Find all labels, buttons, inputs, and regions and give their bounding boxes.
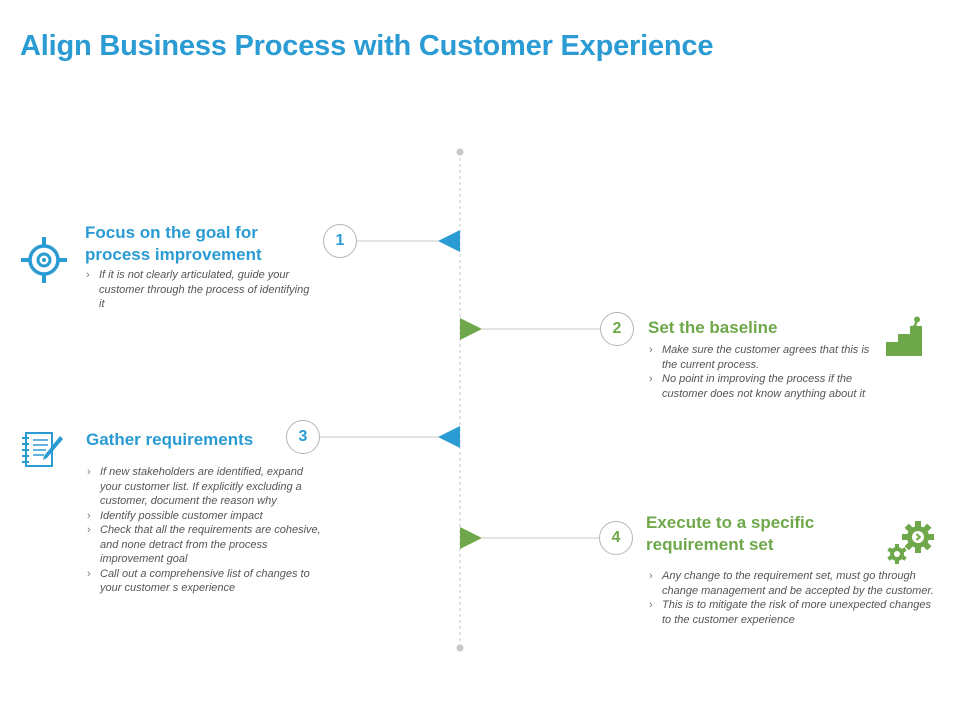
list-item: Call out a comprehensive list of changes… — [86, 567, 322, 596]
target-icon — [20, 236, 68, 289]
step-number-2: 2 — [600, 312, 634, 346]
list-item: This is to mitigate the risk of more une… — [648, 598, 938, 627]
list-item: Identify possible customer impact — [86, 509, 322, 524]
timeline-end-dot — [456, 644, 464, 652]
step-1-bullets: If it is not clearly articulated, guide … — [85, 268, 317, 312]
step-number-3: 3 — [286, 420, 320, 454]
timeline-start-dot — [456, 148, 464, 156]
step-4-bullets: Any change to the requirement set, must … — [648, 569, 938, 627]
list-item: If it is not clearly articulated, guide … — [85, 268, 317, 312]
stairs-person-icon — [886, 316, 930, 361]
list-item: If new stakeholders are identified, expa… — [86, 465, 322, 509]
step-3-bullets: If new stakeholders are identified, expa… — [86, 465, 322, 596]
pointer-step-3 — [438, 426, 460, 448]
gears-icon — [886, 518, 936, 571]
step-2-title: Set the baseline — [648, 317, 777, 339]
list-item: Make sure the customer agrees that this … — [648, 343, 870, 372]
step-1-title-line-1: Focus on the goal for — [85, 223, 258, 242]
step-2-bullets: Make sure the customer agrees that this … — [648, 343, 870, 401]
step-3-title: Gather requirements — [86, 429, 253, 451]
pointer-step-4 — [460, 527, 482, 549]
page-title: Align Business Process with Customer Exp… — [20, 30, 714, 62]
step-1-title: Focus on the goal for process improvemen… — [85, 222, 262, 266]
list-item: Check that all the requirements are cohe… — [86, 523, 322, 567]
step-number-1: 1 — [323, 224, 357, 258]
list-item: Any change to the requirement set, must … — [648, 569, 938, 598]
pointer-step-2 — [460, 318, 482, 340]
notepad-pen-icon — [22, 430, 64, 475]
step-3-title-line-1: Gather requirements — [86, 430, 254, 449]
step-2-title-line-1: Set the baseline — [648, 318, 778, 337]
list-item: No point in improving the process if the… — [648, 372, 870, 401]
pointer-step-1 — [438, 230, 460, 252]
step-4-title: Execute to a specific requirement set — [646, 512, 814, 556]
step-number-4: 4 — [599, 521, 633, 555]
step-1-title-line-2: process improvement — [85, 245, 262, 264]
step-4-title-line-2: requirement set — [646, 535, 774, 554]
step-4-title-line-1: Execute to a specific — [646, 513, 815, 532]
